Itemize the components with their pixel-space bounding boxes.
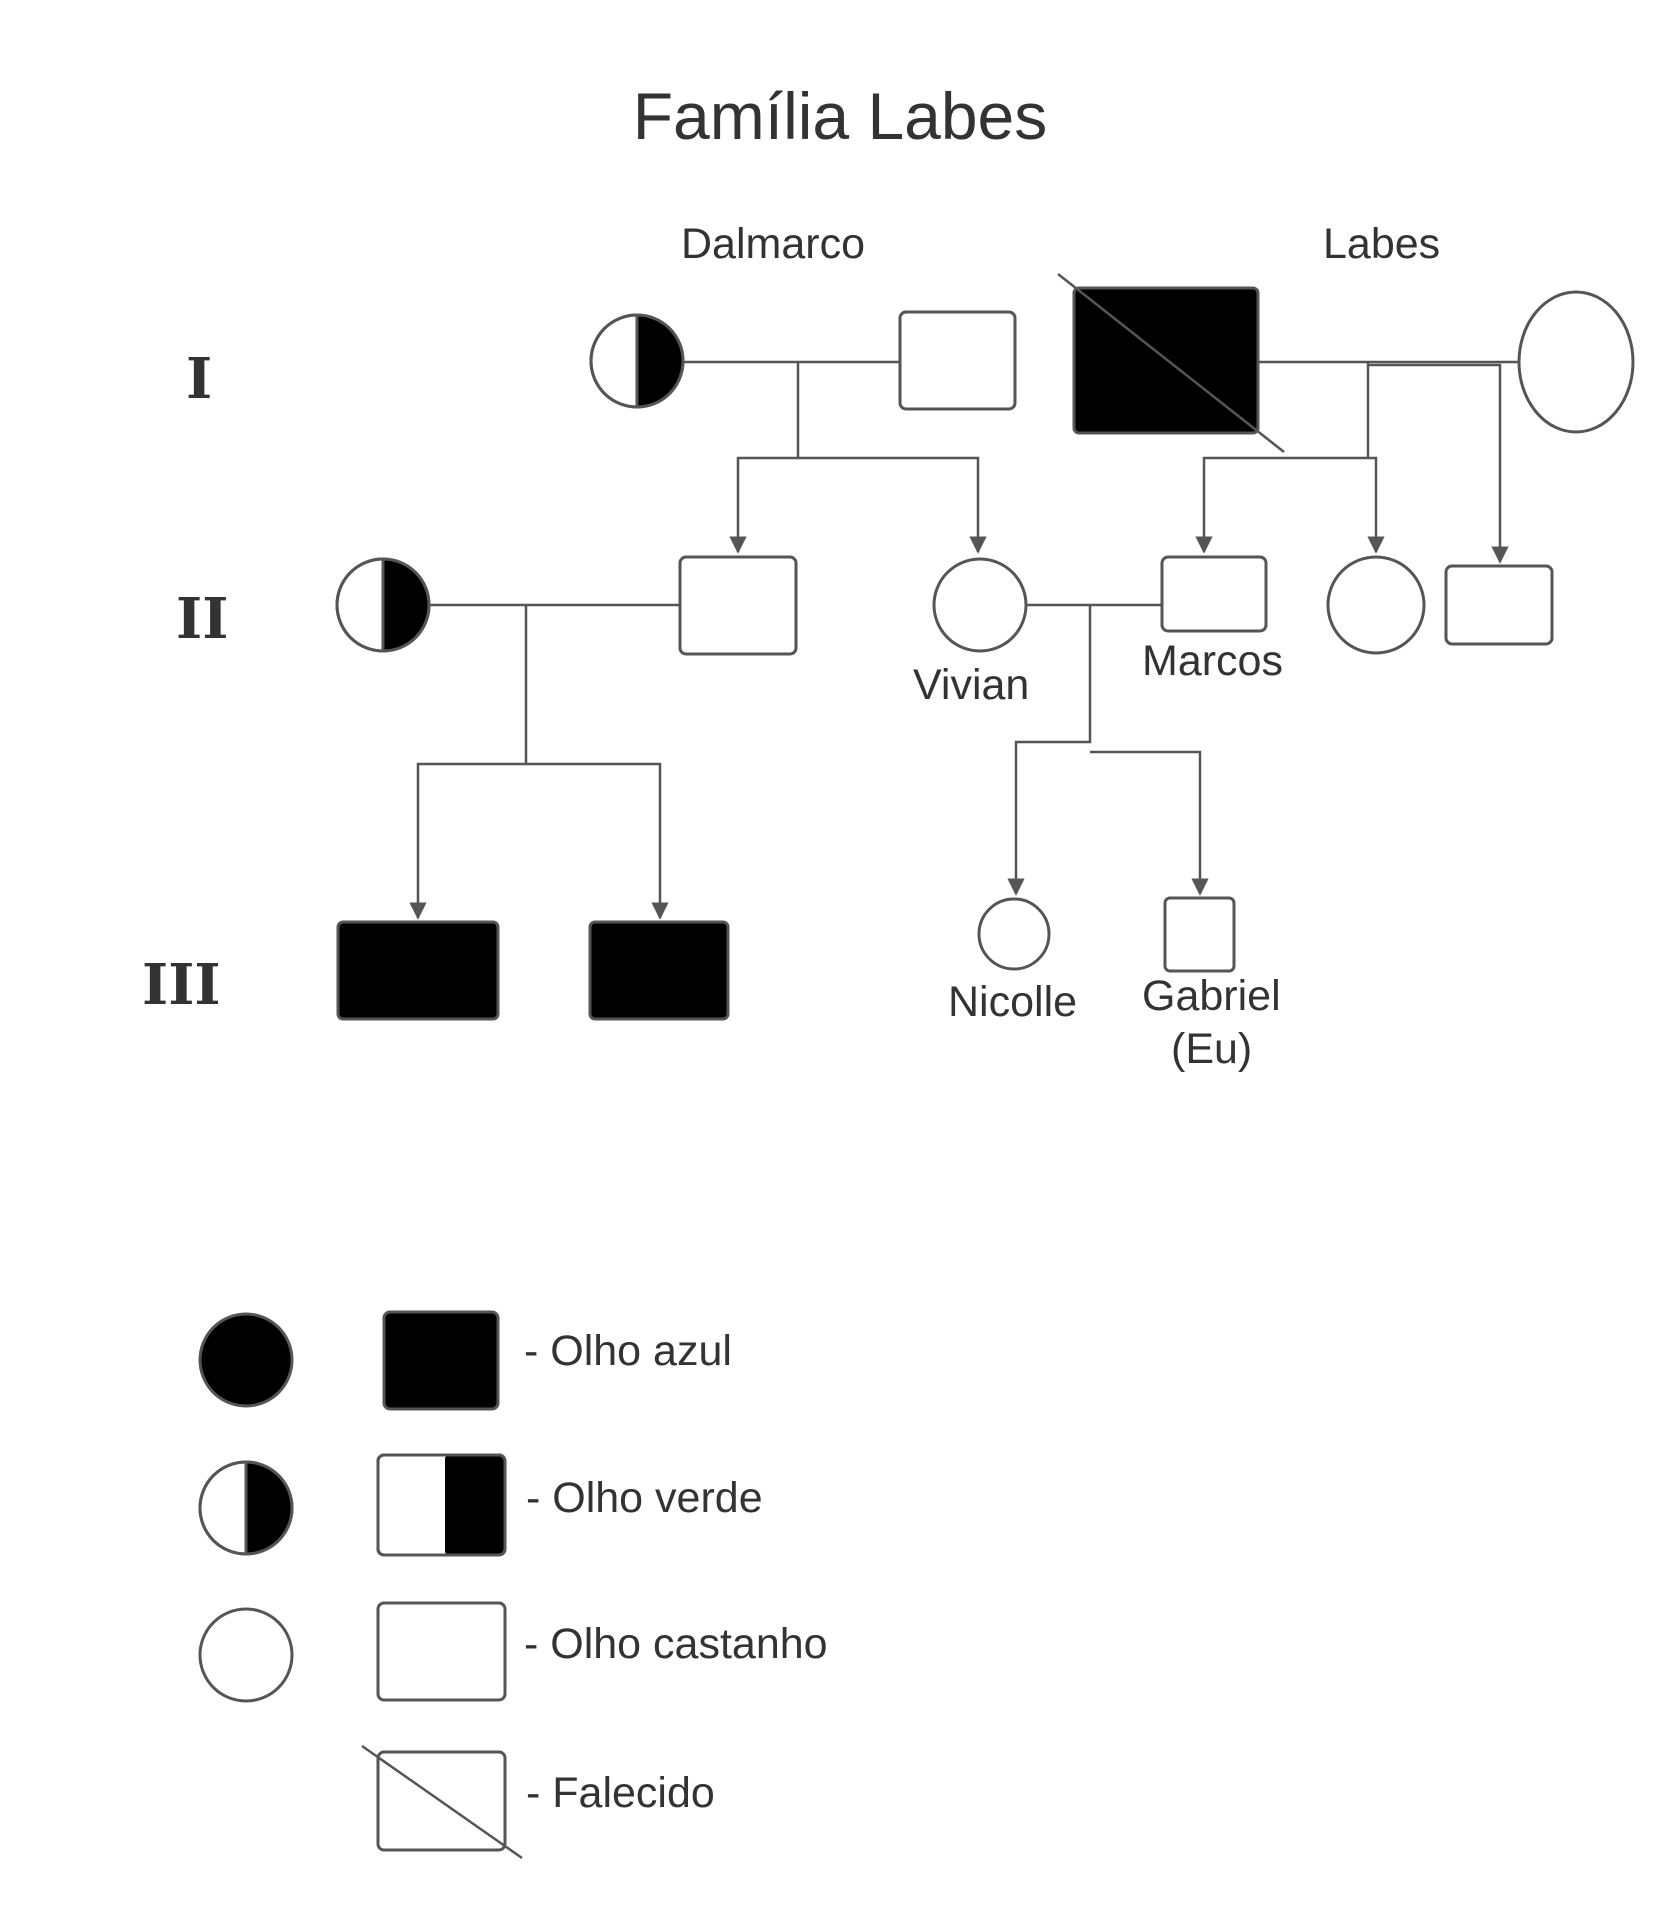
descent-line: [526, 762, 669, 920]
pedigree-symbols: [198, 273, 1635, 1860]
name-vivian: Vivian: [913, 661, 1030, 709]
family-label-labes: Labes: [1323, 220, 1441, 268]
page-title: Família Labes: [632, 79, 1048, 153]
gen2-labes-son-brown-eye: [1444, 564, 1554, 646]
name-gabriel: Gabriel: [1142, 972, 1281, 1020]
generation-label-1: I: [186, 346, 213, 412]
descent-line: [1007, 605, 1092, 896]
dalmarco-grandfather-brown-eye: [898, 310, 1017, 411]
connector-lines: [409, 360, 1518, 920]
descent-line: [729, 362, 800, 554]
marcos-brown-eye: [1160, 555, 1268, 633]
descent-line: [1368, 363, 1509, 564]
descent-line: [1195, 362, 1370, 554]
legend-label-green: - Olho verde: [526, 1474, 763, 1522]
gen2-labes-daughter-brown-eye: [1326, 555, 1426, 655]
descent-line: [1367, 456, 1385, 554]
vivian-brown-eye: [932, 557, 1028, 653]
generation-label-3: III: [142, 952, 221, 1018]
legend-square-blue: [382, 1310, 500, 1411]
gen2-left-woman-green-eye: [335, 557, 431, 653]
legend-circle-green: [198, 1460, 294, 1556]
dalmarco-grandmother-green-eye: [589, 313, 685, 409]
gen3-son-2-blue-eye: [588, 920, 730, 1021]
descent-line: [1090, 750, 1209, 896]
labes-grandmother-brown-eye: [1517, 290, 1635, 434]
descent-line: [798, 456, 987, 554]
name-gabriel-note: (Eu): [1171, 1025, 1253, 1073]
legend-square-green: [376, 1453, 507, 1557]
name-nicolle: Nicolle: [948, 978, 1078, 1026]
legend-square-brown: [376, 1601, 507, 1702]
legend-circle-brown: [198, 1607, 294, 1703]
legend-label-blue: - Olho azul: [524, 1327, 732, 1375]
deceased-slash: [1057, 273, 1285, 453]
legend-label-deceased: - Falecido: [526, 1769, 715, 1817]
family-label-dalmarco: Dalmarco: [681, 220, 865, 268]
legend-label-brown: - Olho castanho: [524, 1620, 828, 1668]
legend-deceased-slash: [361, 1744, 523, 1860]
descent-line: [409, 605, 528, 920]
gen3-son-1-blue-eye: [336, 920, 500, 1021]
generation-label-2: II: [176, 586, 229, 652]
gabriel-brown-eye: [1163, 896, 1236, 973]
legend-circle-blue: [198, 1312, 294, 1408]
nicolle-brown-eye: [977, 897, 1051, 971]
name-marcos: Marcos: [1142, 637, 1283, 685]
gen2-dalmarco-son-brown-eye: [678, 555, 798, 656]
